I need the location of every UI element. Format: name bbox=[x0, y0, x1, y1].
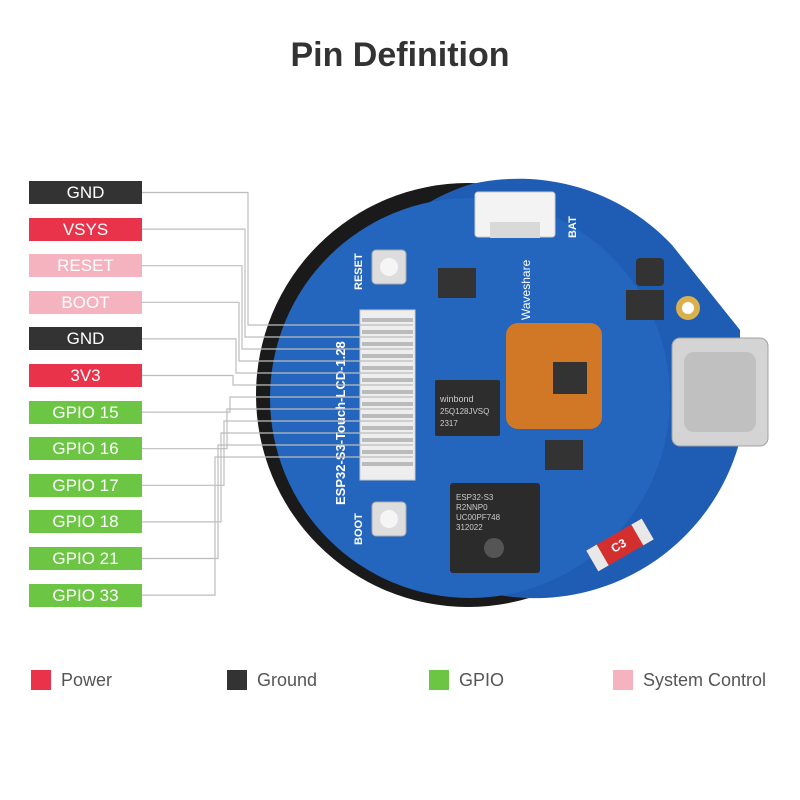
board: ESP32-S3-Touch-LCD-1.28 RESET BOOT BAT W… bbox=[256, 178, 769, 607]
c3-label: C3 bbox=[609, 536, 630, 556]
pin-label: GND bbox=[29, 181, 142, 204]
legend-item: System Control bbox=[613, 669, 766, 691]
espressif-logo-icon bbox=[484, 538, 504, 558]
c3-capacitor bbox=[586, 518, 654, 572]
board-bat-label: BAT bbox=[567, 216, 579, 238]
leader-line bbox=[142, 191, 413, 326]
pin-label: GPIO 16 bbox=[29, 437, 142, 461]
flash-chip bbox=[435, 380, 500, 436]
legend-swatch bbox=[613, 670, 633, 690]
leader-line bbox=[142, 228, 413, 338]
pin-label: GPIO 17 bbox=[29, 473, 142, 497]
legend-label: GPIO bbox=[459, 669, 505, 690]
mcu-text-2: R2NNP0 bbox=[456, 503, 488, 512]
pin-label: GPIO 21 bbox=[29, 547, 142, 570]
legend-item: Power bbox=[31, 669, 112, 691]
pin-label: 3V3 bbox=[29, 364, 142, 387]
pin-label: GPIO 15 bbox=[29, 400, 142, 424]
page-title: Pin Definition bbox=[290, 36, 510, 74]
leader-line bbox=[142, 444, 413, 560]
flash-chip-text-3: 2317 bbox=[440, 419, 458, 428]
leader-line bbox=[142, 265, 413, 350]
legend-item: Ground bbox=[227, 669, 317, 691]
board-model-label: ESP32-S3-Touch-LCD-1.28 bbox=[333, 341, 348, 505]
legend-swatch bbox=[227, 670, 247, 690]
legend-swatch bbox=[429, 670, 449, 690]
mcu-text-3: UC00PF748 bbox=[456, 513, 501, 522]
mcu-text-4: 312022 bbox=[456, 523, 483, 532]
legend-item: GPIO bbox=[429, 669, 504, 691]
pin-label: GPIO 33 bbox=[29, 583, 142, 607]
fpc-connector bbox=[359, 309, 416, 481]
mcu-text-1: ESP32-S3 bbox=[456, 493, 494, 502]
legend-label: Power bbox=[61, 669, 113, 690]
leader-line bbox=[142, 420, 413, 486]
leader-lines bbox=[142, 191, 413, 596]
leader-line bbox=[142, 432, 413, 523]
inductor bbox=[636, 258, 664, 286]
leader-line bbox=[142, 301, 413, 362]
imu-chip bbox=[438, 268, 476, 298]
board-reset-label: RESET bbox=[353, 253, 365, 290]
legend-swatch bbox=[31, 670, 51, 690]
leader-line bbox=[142, 338, 413, 374]
flash-chip-text-1: winbond bbox=[439, 394, 474, 404]
board-brand-label: Waveshare bbox=[519, 259, 533, 320]
mcu-chip bbox=[450, 483, 540, 573]
pin-label: GPIO 18 bbox=[29, 510, 142, 534]
leader-line bbox=[142, 374, 413, 386]
pin-label: BOOT bbox=[29, 290, 142, 314]
fpc-pins bbox=[362, 318, 413, 466]
pin-label: VSYS bbox=[29, 217, 142, 241]
flash-chip-text-2: 25Q128JVSQ bbox=[440, 407, 489, 416]
leader-line bbox=[142, 456, 413, 596]
legend-label: System Control bbox=[643, 669, 767, 690]
pin-label: RESET bbox=[29, 254, 142, 278]
legend-label: Ground bbox=[257, 669, 318, 690]
board-boot-label: BOOT bbox=[353, 513, 365, 545]
leader-line bbox=[142, 408, 413, 450]
pin-label: GND bbox=[29, 327, 142, 351]
leader-line bbox=[142, 396, 413, 413]
